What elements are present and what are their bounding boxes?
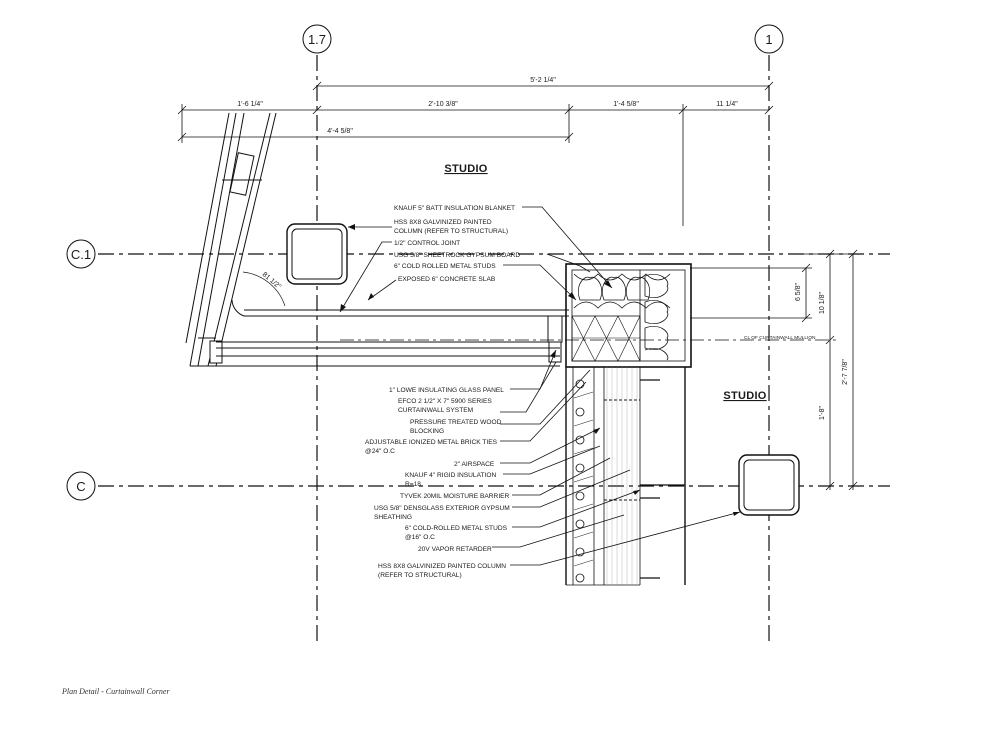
note-cold-rolled-studs-2: @16" O.C [405,534,435,541]
grid-bubble-c1: C.1 [66,239,96,269]
note-control-joint: 1/2" CONTROL JOINT [394,240,460,247]
note-tyvek: TYVEK 20MIL MOISTURE BARRIER [400,493,510,500]
right-dimension-labels: 6 5/8" 10 1/8" 1'-8" 2'-7 7/8" [795,282,849,420]
rigid-insulation-hatch [606,367,638,585]
wall-assembly [565,263,692,586]
grid-bubble-label: 1.7 [308,32,326,47]
room-label-studio-lower: STUDIO [723,390,766,402]
note-efco-system-2: CURTAINWALL SYSTEM [398,407,473,414]
dim-right-d: 2'-7 7/8" [842,359,849,385]
note-rigid-insulation-r: R=18 [405,481,421,488]
room-label-studio-upper: STUDIO [444,163,487,175]
note-gypsum-board: USG 5/8" SHEETROCK GYPSUM BOARD [394,252,520,259]
grid-bubble-1-7: 1.7 [302,24,332,54]
dim-top-c: 1'-4 5/8" [613,101,639,108]
note-efco-system: EFCO 2 1/2" X 7" 5900 SERIES [398,398,492,405]
top-dimension-labels: 5'-2 1/4" 1'-6 1/4" 2'-10 3/8" 1'-4 5/8"… [237,77,738,135]
note-hss-column-lower-2: (REFER TO STRUCTURAL) [378,572,462,579]
lower-notes: 1" LOWE INSULATING GLASS PANEL EFCO 2 1/… [365,387,510,579]
grid-bubble-label: 1 [765,32,772,47]
dim-right-c: 1'-8" [819,406,826,420]
note-wood-blocking-2: BLOCKING [410,428,444,435]
note-wood-blocking: PRESSURE TREATED WOOD [410,419,502,426]
angle-label: 81 1/2° [261,270,283,291]
slanted-curtainwall [185,112,569,367]
note-hss-column: HSS 8X8 GALVINIZED PAINTED [394,219,492,226]
right-dimensions [690,249,860,491]
dim-top-overall: 5'-2 1/4" [530,77,556,84]
note-rigid-insulation: KNAUF 4" RIGID INSULATION [405,472,496,479]
note-densglass-2: SHEATHING [374,514,412,521]
grid-bubble-label: C [76,479,85,494]
grid-bubble-1: 1 [754,24,784,54]
note-brick-ties-2: @24" O.C [365,448,395,455]
grid-bubble-label: C.1 [71,247,91,262]
upper-notes: KNAUF 5" BATT INSULATION BLANKET HSS 8X8… [394,205,520,283]
note-hss-column-ref: COLUMN (REFER TO STRUCTURAL) [394,228,508,235]
note-batt-insulation: KNAUF 5" BATT INSULATION BLANKET [394,205,515,212]
note-concrete-slab: EXPOSED 6" CONCRETE SLAB [398,276,496,283]
note-densglass: USG 5/8" DENSGLASS EXTERIOR GYPSUM [374,505,510,512]
dim-right-a: 6 5/8" [795,282,802,301]
note-airspace: 2" AIRSPACE [454,461,495,468]
dim-right-b: 10 1/8" [819,292,826,314]
dim-top-d: 11 1/4" [716,101,738,108]
upper-leaders [339,206,613,313]
lower-leaders [492,349,741,566]
dim-top-b: 2'-10 3/8" [428,101,458,108]
leader-arrowheads [340,224,740,516]
note-hss-column-lower: HSS 8X8 GALVINIZED PAINTED COLUMN [378,563,506,570]
dim-top-a: 1'-6 1/4" [237,101,263,108]
note-glass-panel: 1" LOWE INSULATING GLASS PANEL [389,387,504,394]
note-brick-ties: ADJUSTABLE IONIZED METAL BRICK TIES [365,439,498,446]
note-metal-studs: 6" COLD ROLLED METAL STUDS [394,263,496,270]
dim-second-row: 4'-4 5/8" [327,128,353,135]
hss-column-upper [286,223,348,285]
brick-hatch [573,391,594,567]
grid-bubble-c: C [66,471,96,501]
hss-column-lower [738,454,800,516]
mullion-note: CL OF CURTAINWALL MULLION [744,335,816,341]
drawing-caption: Plan Detail - Curtainwall Corner [62,687,170,696]
top-dimensions [177,81,774,226]
note-vapor-retarder: 20V VAPOR RETARDER [418,546,492,553]
note-cold-rolled-studs: 6" COLD-ROLLED METAL STUDS [405,525,508,532]
